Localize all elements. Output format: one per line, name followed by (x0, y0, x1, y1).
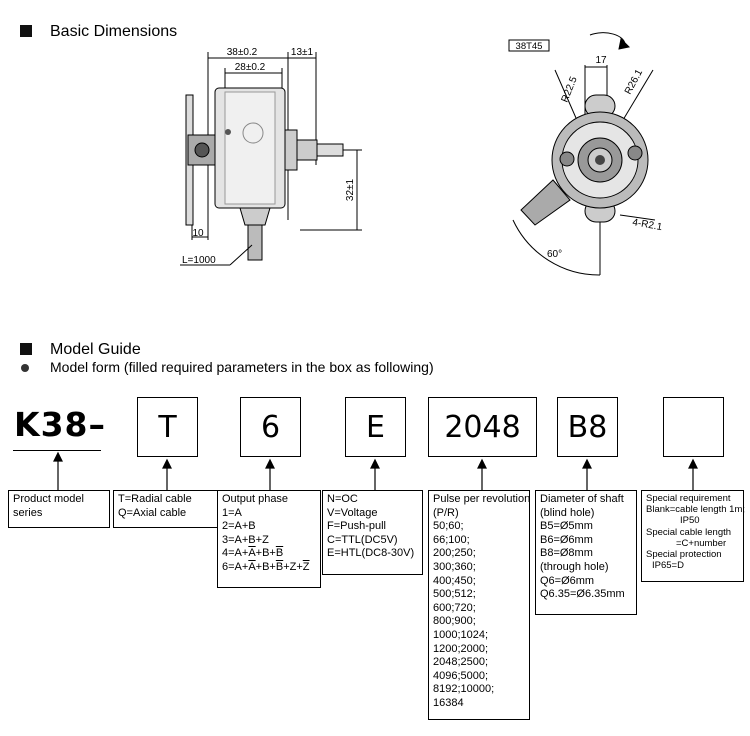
pulse-value: 1000; (433, 628, 461, 641)
pulse-row: 1200;2000; (433, 643, 521, 657)
pulse-value: 250; (454, 547, 476, 560)
cable-length: L=1000 (182, 255, 216, 266)
pulse-value: 4096; (433, 669, 461, 682)
pulse-row: 2048;2500; (433, 656, 521, 670)
angle-label: 60° (547, 249, 562, 260)
pulse-value: 50; (433, 520, 449, 533)
r26-label: R26.1 (623, 67, 645, 96)
pulse-value: 60; (448, 520, 464, 533)
pulse-value: 1024; (460, 628, 489, 641)
pulse-desc: Pulse per revolution (P/R) 50;60;66;100;… (428, 490, 530, 720)
pulse-value: 800; (433, 615, 455, 628)
prefix-underline (13, 450, 101, 451)
section-square-icon (20, 25, 32, 37)
dim-17: 17 (595, 55, 607, 66)
arrow-connectors (53, 451, 698, 490)
series-desc: Product model series (8, 490, 110, 528)
pulse-row: 1000;1024; (433, 629, 521, 643)
pulse-value: 2500; (460, 656, 489, 669)
pulse-value: 8192; (433, 683, 461, 696)
phase-desc: Output phase 1=A 2=A+B 3=A+B+Z 4=A+A+B+B… (217, 490, 321, 588)
pulse-value: 360; (454, 560, 476, 573)
pulse-row: 200;250; (433, 547, 521, 561)
pulse-code-box: 2048 (428, 397, 537, 457)
dim-10: 10 (192, 228, 204, 239)
front-view-drawing: 38T45 17 R22.5 R26.1 4-R2.1 60° (508, 32, 663, 276)
pulse-row: 66;100; (433, 534, 521, 548)
model-guide-title: Model Guide (50, 341, 141, 358)
pulse-value: 512; (454, 588, 476, 601)
pulse-row: 4096;5000; (433, 670, 521, 684)
dim-13: 13±1 (291, 47, 314, 58)
pulse-value: 450; (454, 574, 476, 587)
pulse-row: 300;360; (433, 561, 521, 575)
pulse-row: 600;720; (433, 602, 521, 616)
output-desc: N=OC V=Voltage F=Push-pull C=TTL(DC5V) E… (322, 490, 423, 575)
pulse-value: 66; (433, 533, 449, 546)
pulse-value: 1200; (433, 642, 461, 655)
flange-label: 38T45 (516, 41, 543, 52)
pulse-value: 5000; (460, 669, 489, 682)
model-form-note: Model form (filled required parameters i… (50, 359, 434, 375)
pulse-value: 300; (433, 560, 455, 573)
pulse-row: 50;60; (433, 520, 521, 534)
phase-code-box: 6 (240, 397, 301, 457)
dim-32: 32±1 (345, 178, 356, 201)
shaft-code-box: B8 (557, 397, 618, 457)
pulse-value: 400; (433, 574, 455, 587)
pulse-row: 800;900; (433, 615, 521, 629)
dim-38: 38±0.2 (227, 47, 258, 58)
pulse-value: 10000; (460, 683, 495, 696)
dim-28: 28±0.2 (235, 62, 266, 73)
bullet-icon (21, 364, 29, 372)
pulse-value: 2000; (460, 642, 489, 655)
r22-label: R22.5 (560, 75, 580, 104)
r2-label: 4-R2.1 (631, 217, 663, 233)
pulse-value: 720; (454, 601, 476, 614)
pulse-value: 500; (433, 588, 455, 601)
pulse-value: 2048; (433, 656, 461, 669)
pulse-row: 500;512; (433, 588, 521, 602)
special-desc: Special requirement Blank=cable length 1… (641, 490, 745, 582)
cable-code-box: T (137, 397, 198, 457)
dimensions-title: Basic Dimensions (50, 23, 178, 40)
special-code-box (663, 397, 724, 457)
shaft-desc: Diameter of shaft (blind hole) B5=Ø5mm B… (535, 490, 637, 615)
pulse-value: 100; (448, 533, 470, 546)
pulse-value: 600; (433, 601, 455, 614)
cable-desc: T=Radial cable Q=Axial cable (113, 490, 220, 528)
output-code-box: E (345, 397, 406, 457)
section-square-icon (20, 343, 32, 355)
pulse-value: 900; (454, 615, 476, 628)
pulse-value: 200; (433, 547, 455, 560)
pulse-row: 400;450; (433, 575, 521, 589)
model-prefix: K38– (14, 405, 106, 444)
pulse-row: 8192;10000; (433, 683, 521, 697)
side-view-drawing: 38±0.2 13±1 28±0.2 10 L=1000 32±1 (180, 47, 362, 266)
